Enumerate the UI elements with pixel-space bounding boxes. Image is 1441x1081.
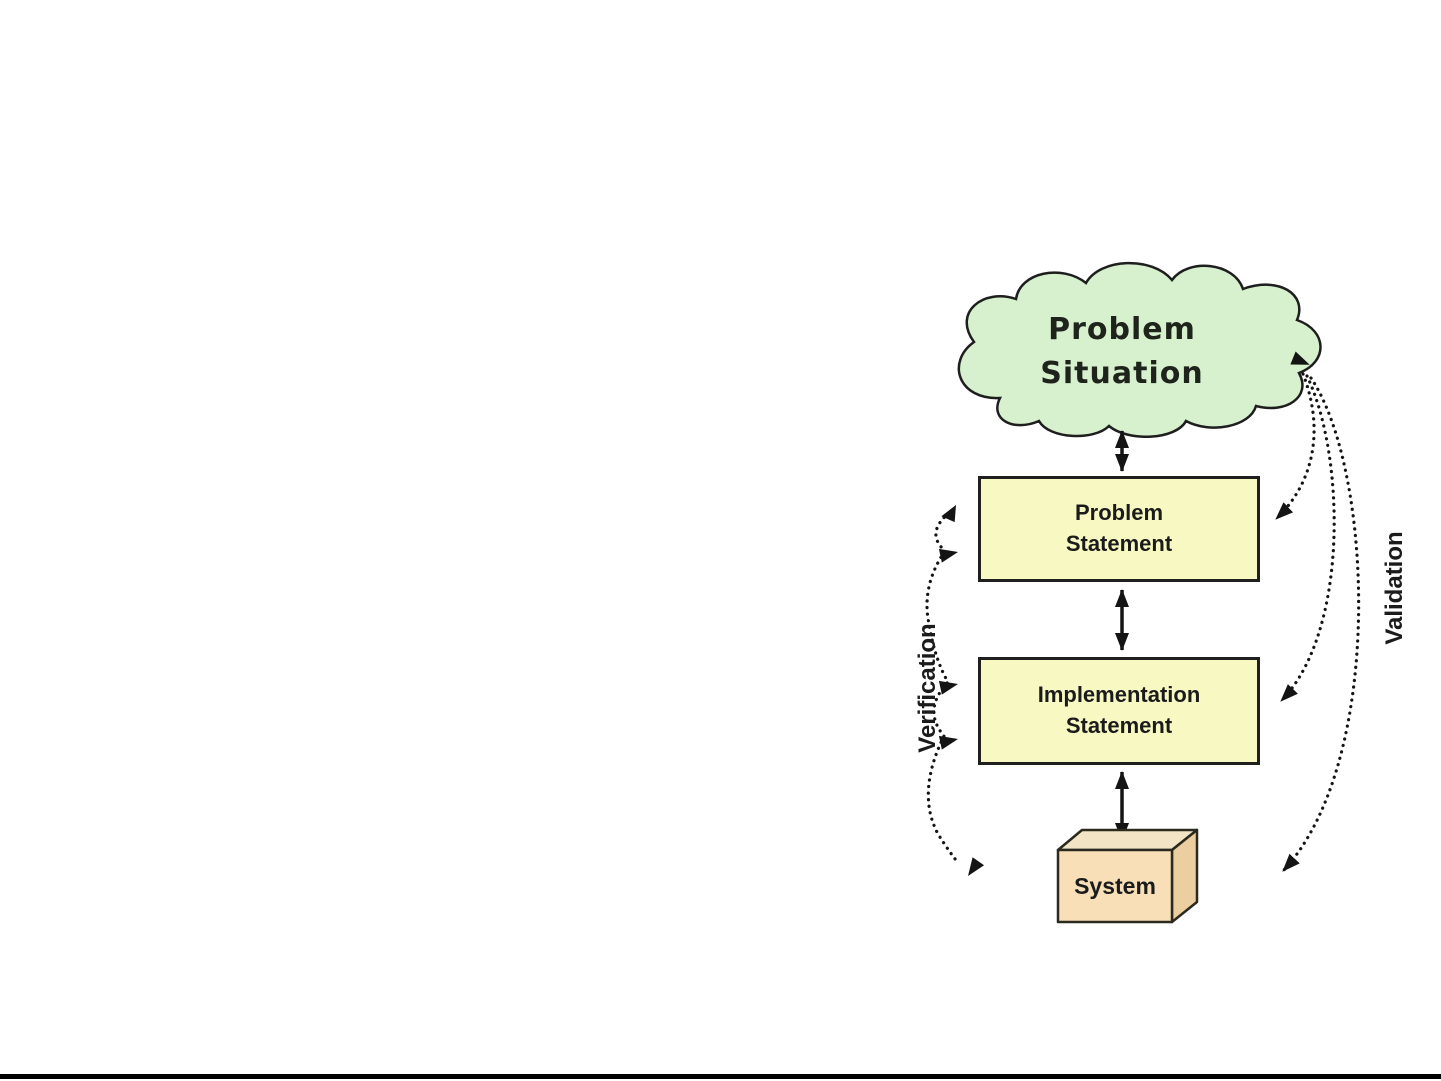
system-box-front-face xyxy=(1056,848,1174,924)
validation-curves xyxy=(1274,372,1361,873)
cloud-label-line2: Situation xyxy=(1040,355,1204,391)
implementation-statement-box: Implementation Statement xyxy=(978,657,1260,765)
bottom-border-line xyxy=(0,1074,1441,1079)
problem-statement-box: Problem Statement xyxy=(978,476,1260,582)
validation-label: Validation xyxy=(1381,531,1408,645)
validation-cloud-arrowhead xyxy=(1290,351,1310,365)
validation-curve-problem xyxy=(1274,372,1316,521)
implementation-statement-label-line1: Implementation xyxy=(1037,682,1201,708)
cloud-label-line1: Problem xyxy=(1048,312,1196,347)
cloud-label: Problem Situation xyxy=(972,308,1272,395)
verification-arrowheads xyxy=(938,505,985,876)
validation-curve-implementation xyxy=(1279,374,1336,703)
problem-situation-cloud xyxy=(957,261,1322,438)
validation-curve-system xyxy=(1281,376,1361,873)
problem-statement-label-line2: Statement xyxy=(1065,531,1173,556)
system-box-label: System xyxy=(1074,872,1156,899)
system-box-3d xyxy=(1056,828,1199,924)
verification-label: Verification xyxy=(914,623,941,753)
problem-statement-label-line1: Problem xyxy=(1074,500,1164,526)
implementation-statement-label-line2: Statement xyxy=(1065,713,1173,738)
